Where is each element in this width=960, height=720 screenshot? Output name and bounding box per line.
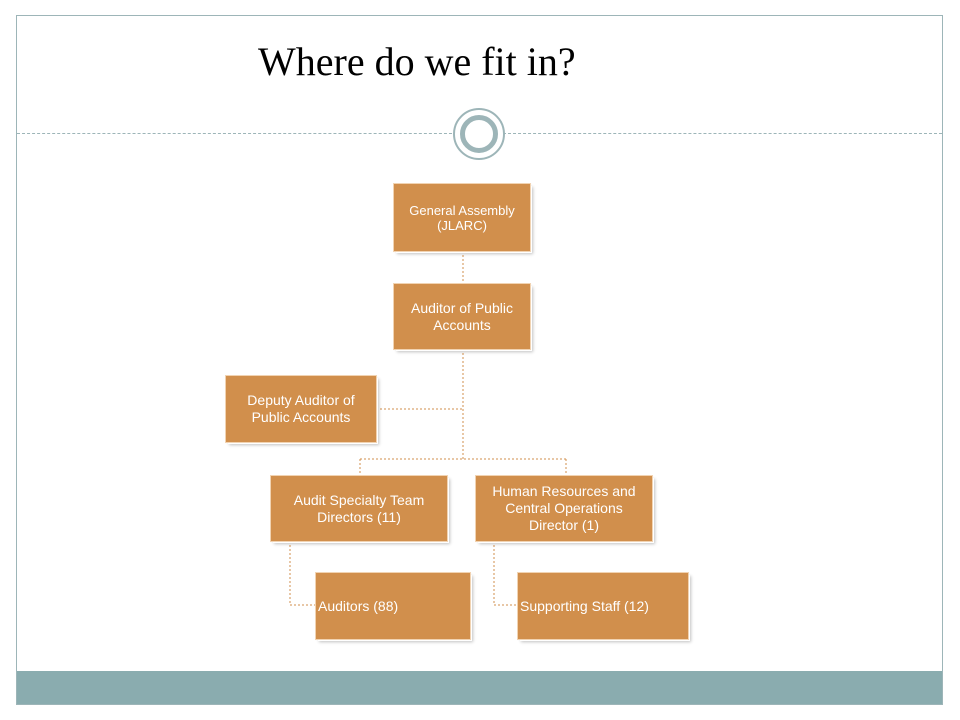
divider-circle-ornament: [453, 108, 505, 160]
connector-hr-support: [493, 541, 520, 606]
slide-title: Where do we fit in?: [258, 39, 576, 84]
connector-directors-auditors: [289, 541, 318, 606]
divider-circle-inner: [460, 115, 498, 153]
node-deputy-auditor: Deputy Auditor of Public Accounts: [225, 375, 377, 443]
title-divider-left: [17, 133, 457, 134]
slide-frame: [16, 15, 943, 705]
node-general-assembly: General Assembly (JLARC): [393, 183, 531, 252]
node-auditor-public-accounts: Auditor of Public Accounts: [393, 283, 531, 350]
node-audit-specialty-directors: Audit Specialty Team Directors (11): [270, 475, 448, 542]
node-hr-central-operations-director: Human Resources and Central Operations D…: [475, 475, 653, 542]
node-supporting-staff: Supporting Staff (12): [517, 572, 689, 640]
footer-bar: [17, 671, 942, 704]
node-auditors: Auditors (88): [315, 572, 471, 640]
title-divider-right: [503, 133, 942, 134]
